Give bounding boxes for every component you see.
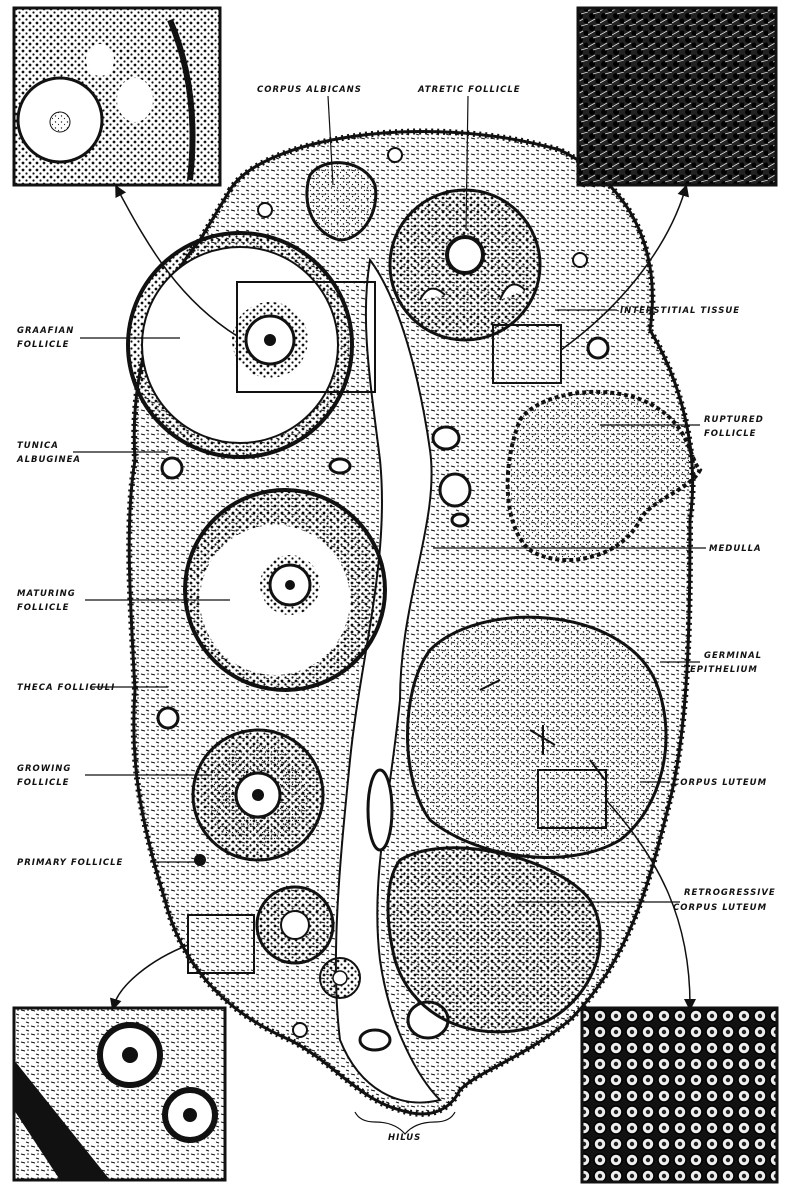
label-maturing-follicle-2: FOLLICLE: [17, 603, 70, 613]
label-corpus-luteum: CORPUS LUTEUM: [673, 778, 767, 788]
inset-primary-follicle-detail: [14, 1008, 225, 1180]
label-primary-follicle: PRIMARY FOLLICLE: [17, 858, 123, 868]
inset-corpus-luteum-detail: [582, 1008, 777, 1182]
label-graafian-follicle-1: GRAAFIAN: [17, 326, 74, 336]
label-medulla: MEDULLA: [709, 544, 762, 554]
label-retrogressive-corpus-luteum-1: RETROGRESSIVE: [684, 888, 776, 898]
label-germinal-epithelium-2: EPITHELIUM: [690, 665, 758, 675]
corpus-luteum: [408, 617, 667, 857]
label-theca-folliculi: THECA FOLLICULI: [17, 683, 115, 693]
label-ruptured-follicle-1: RUPTURED: [704, 415, 764, 425]
growing-follicle: [193, 730, 323, 860]
label-interstitial-tissue: INTERSTITIAL TISSUE: [620, 306, 740, 316]
label-tunica-albuginea-2: ALBUGINEA: [16, 455, 81, 465]
graafian-follicle: [128, 233, 352, 457]
label-growing-follicle-1: GROWING: [17, 764, 71, 774]
label-corpus-albicans: CORPUS ALBICANS: [257, 85, 362, 95]
atretic-follicle: [390, 190, 540, 340]
label-graafian-follicle-2: FOLLICLE: [17, 340, 70, 350]
label-atretic-follicle: ATRETIC FOLLICLE: [417, 85, 521, 95]
label-growing-follicle-2: FOLLICLE: [17, 778, 70, 788]
inset-graafian-detail: [14, 8, 220, 185]
label-tunica-albuginea-1: TUNICA: [17, 441, 59, 451]
maturing-follicle: [185, 490, 385, 690]
label-maturing-follicle-1: MATURING: [17, 589, 76, 599]
label-ruptured-follicle-2: FOLLICLE: [704, 429, 757, 439]
label-retrogressive-corpus-luteum-2: CORPUS LUTEUM: [673, 903, 767, 913]
label-germinal-epithelium-1: GERMINAL: [704, 651, 762, 661]
label-hilus: HILUS: [388, 1133, 421, 1143]
inset-interstitial-detail: [578, 8, 776, 185]
